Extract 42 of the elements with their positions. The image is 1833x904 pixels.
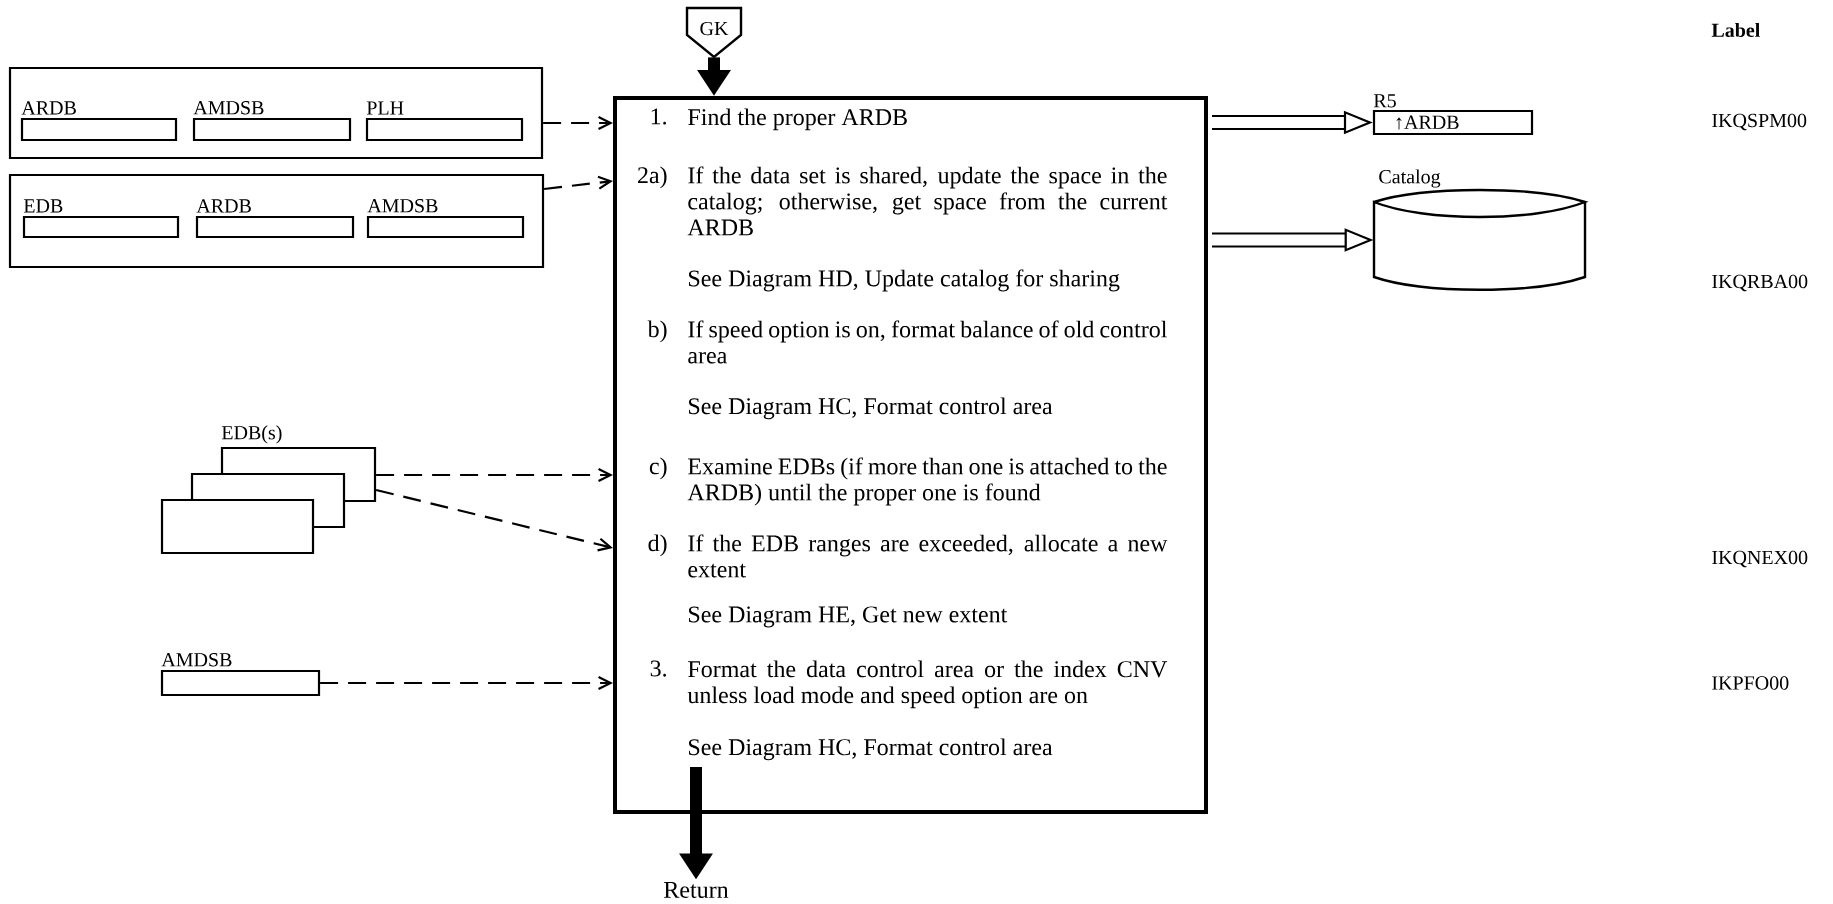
dashed-arrow [320, 676, 613, 690]
step-text: If the data set is shared, update the space in the catalog; otherwise, get space from the current ARDB [687, 166, 1168, 236]
dashed-arrow [544, 175, 613, 191]
field-label: R5 [1373, 94, 1396, 108]
field-label: PLH [366, 101, 404, 115]
step-text: Find the proper ARDB [688, 108, 907, 131]
step-number: 2a) [638, 166, 667, 189]
step-text: Examine EDBs (if more than one is attached to the ARDB) until the proper one is found [687, 457, 1167, 506]
cross-reference: See Diagram HC, Format control area [689, 738, 1053, 761]
field-label: EDB(s) [221, 425, 282, 444]
record-group-box [8, 173, 545, 269]
process-box [613, 96, 1208, 814]
register-box: ↑ARDB [1372, 109, 1534, 136]
field-label: ARDB [196, 199, 251, 213]
return-label: Return [664, 882, 729, 898]
step-number: 1. [651, 108, 667, 125]
dashed-arrow [543, 116, 613, 130]
record-group-box [8, 66, 544, 160]
step-text: Format the data control area or the index CNV unless load mode and speed option are on [687, 660, 1168, 709]
cross-reference: See Diagram HE, Get new extent [689, 606, 1008, 628]
step-number: c) [649, 457, 667, 480]
module-label: IKQSPM00 [1712, 113, 1807, 131]
field-label: AMDSB [161, 653, 232, 667]
module-label: IKPFO00 [1712, 676, 1789, 690]
off-page-connector: GK [685, 6, 743, 59]
step-text: If the EDB ranges are exceeded, allocate a new extent [688, 534, 1168, 578]
cross-reference: See Diagram HC, Format control area [689, 397, 1053, 420]
dashed-arrow [376, 468, 613, 482]
step-text: If speed option is on, format balance of old control area [688, 320, 1167, 364]
column-heading: Label [1711, 22, 1760, 38]
dashed-arrow [375, 488, 613, 552]
module-label: IKQNEX00 [1712, 550, 1808, 568]
field-label: ARDB [21, 101, 76, 115]
module-label: IKQRBA00 [1712, 274, 1808, 292]
cross-reference: See Diagram HD, Update catalog for sharing [689, 269, 1120, 292]
step-number: 3. [650, 660, 667, 677]
field-label: AMDSB [193, 101, 264, 115]
field-label: EDB [23, 199, 63, 213]
field-label: Catalog [1379, 169, 1441, 188]
field-label: AMDSB [367, 199, 438, 213]
step-number: d) [648, 534, 667, 557]
step-number: b) [647, 320, 667, 343]
